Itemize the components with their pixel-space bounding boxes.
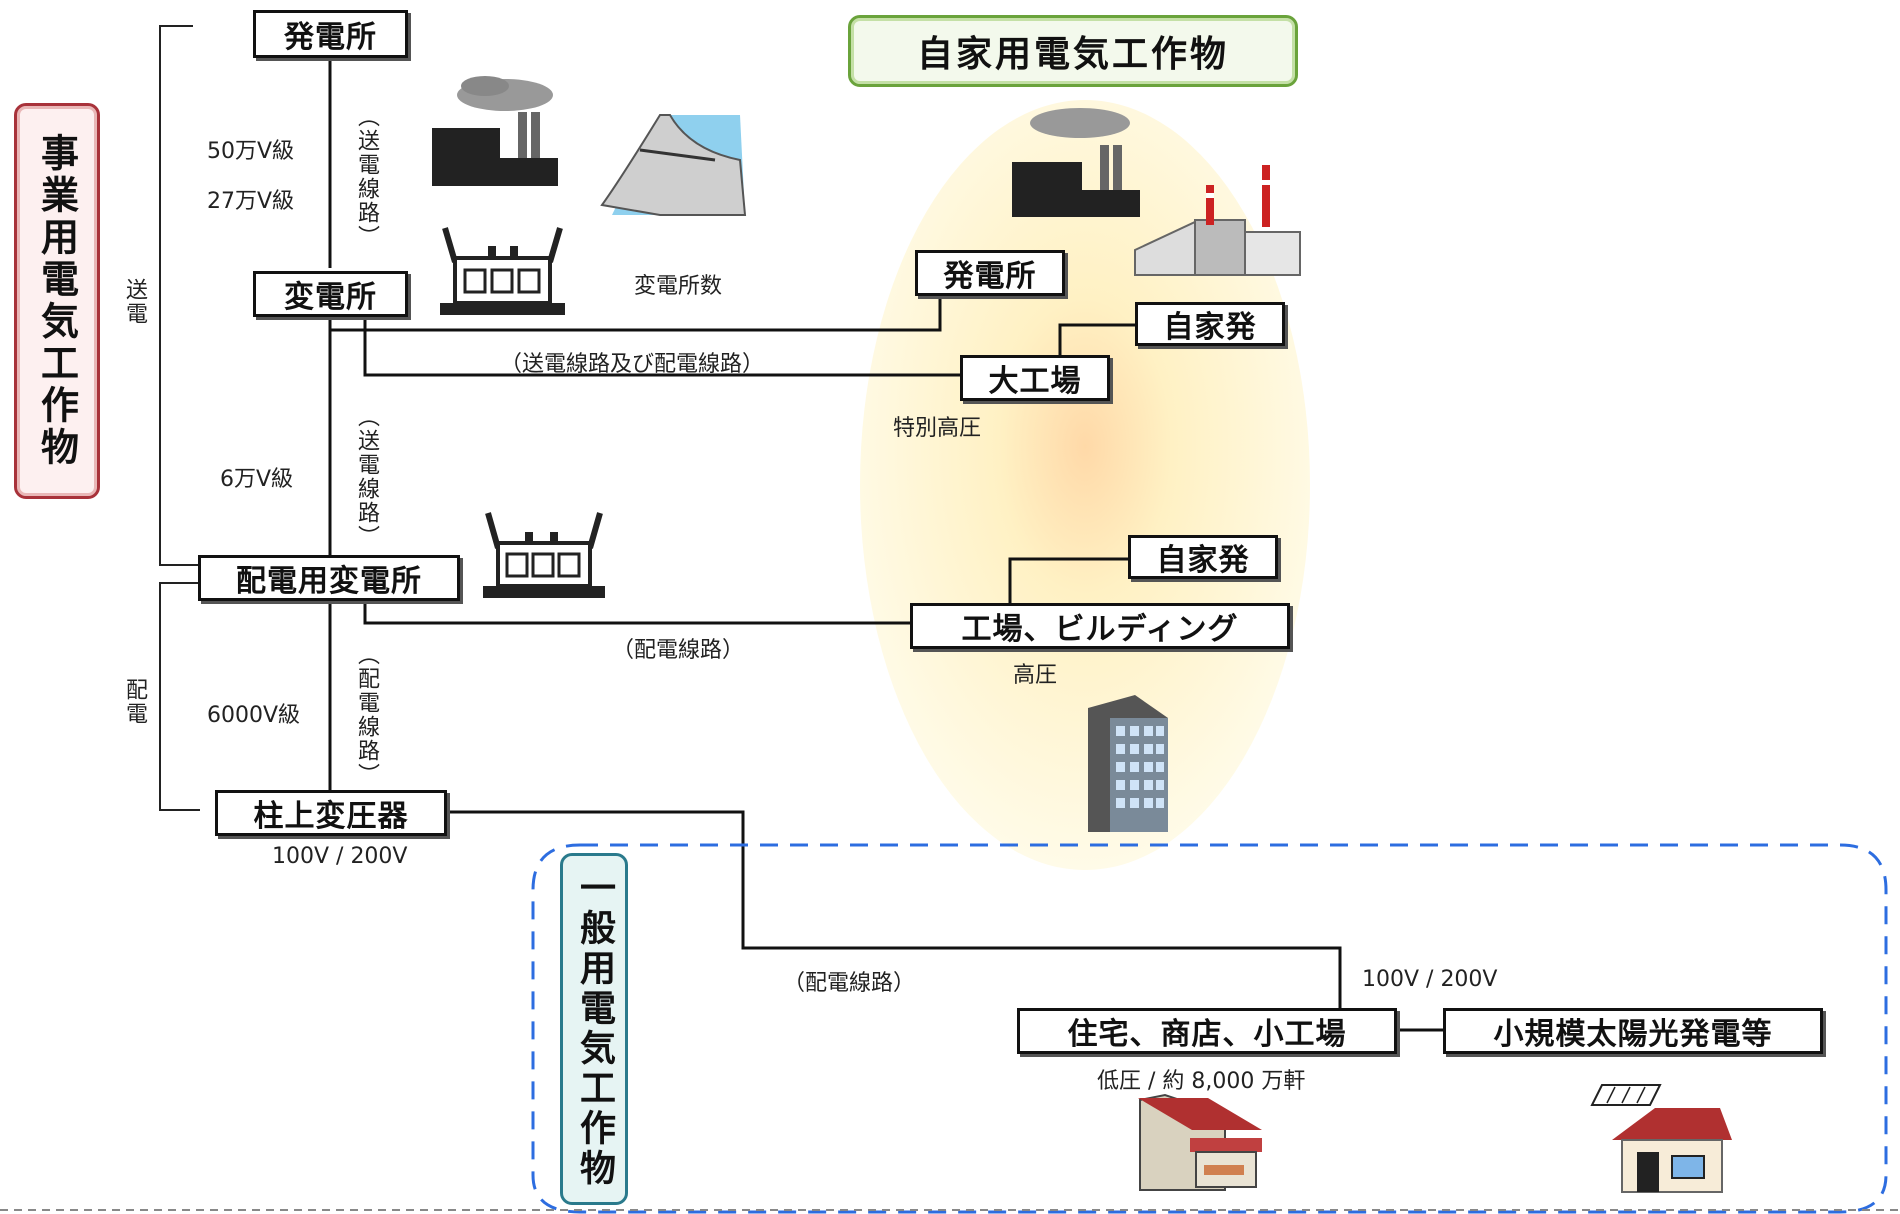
power-station-icon [1134, 165, 1301, 276]
factory-icon [1012, 108, 1140, 217]
business-bracket [159, 25, 200, 566]
transmission-line-label-1: （送電線路） [354, 105, 379, 249]
substation-count-label: 変電所数 [634, 274, 723, 299]
residential-node: 住宅、商店、小工場 [1017, 1008, 1397, 1054]
transmission-line-label-2: （送電線路） [354, 405, 379, 549]
transformer-icon [483, 512, 605, 598]
factory-icon [432, 76, 558, 186]
distribution-line-residential-label: （配電線路） [783, 971, 916, 996]
distribution-line-factory-label: （配電線路） [612, 638, 745, 663]
transmission-segment-label: 送電 [122, 278, 147, 326]
voltage-500k-label: 50万V級 [207, 139, 295, 164]
self-use-category-label: 自家用電気工作物 [916, 34, 1229, 75]
distribution-substation-node: 配電用変電所 [198, 555, 460, 601]
general-category-box: 一般用電気工作物 [560, 853, 628, 1205]
distribution-line-label-vertical: （配電線路） [354, 643, 379, 787]
extra-high-voltage-label: 特別高圧 [893, 416, 982, 441]
self-generation-node-2: 自家発 [1128, 535, 1278, 579]
large-factory-node: 大工場 [960, 355, 1110, 401]
substation-node: 変電所 [253, 271, 408, 317]
business-category-label: 事業用電気工作物 [34, 133, 79, 469]
voltage-6000-label: 6000V級 [207, 703, 301, 728]
voltage-270k-label: 27万V級 [207, 189, 295, 214]
building-icon [1088, 695, 1168, 832]
high-voltage-label: 高圧 [1013, 663, 1058, 688]
self-use-category-box: 自家用電気工作物 [848, 15, 1298, 87]
distribution-segment-label: 配電 [122, 678, 147, 726]
dam-icon [600, 114, 747, 216]
solar-house-icon [1590, 1084, 1732, 1193]
general-category-label: 一般用電気工作物 [574, 869, 615, 1189]
small-solar-node: 小規模太陽光発電等 [1443, 1008, 1823, 1054]
low-voltage-households-label: 低圧 / 約 8,000 万軒 [1097, 1069, 1306, 1094]
self-generation-node-1: 自家発 [1135, 302, 1285, 346]
pole-output-voltage-label: 100V / 200V [272, 844, 408, 869]
self-power-plant-node: 発電所 [915, 250, 1065, 296]
pole-transformer-node: 柱上変圧器 [215, 790, 447, 836]
factory-building-node: 工場、ビルディング [910, 603, 1290, 649]
residential-input-voltage-label: 100V / 200V [1362, 967, 1498, 992]
power-plant-node: 発電所 [253, 10, 408, 58]
distribution-bracket [159, 582, 200, 811]
shop-icon [1138, 1093, 1262, 1191]
transmission-and-distribution-label: （送電線路及び配電線路） [500, 352, 765, 377]
general-region-border [531, 843, 1888, 1214]
transformer-icon [440, 227, 565, 315]
voltage-60k-label: 6万V級 [220, 467, 294, 492]
business-category-box: 事業用電気工作物 [14, 103, 100, 499]
